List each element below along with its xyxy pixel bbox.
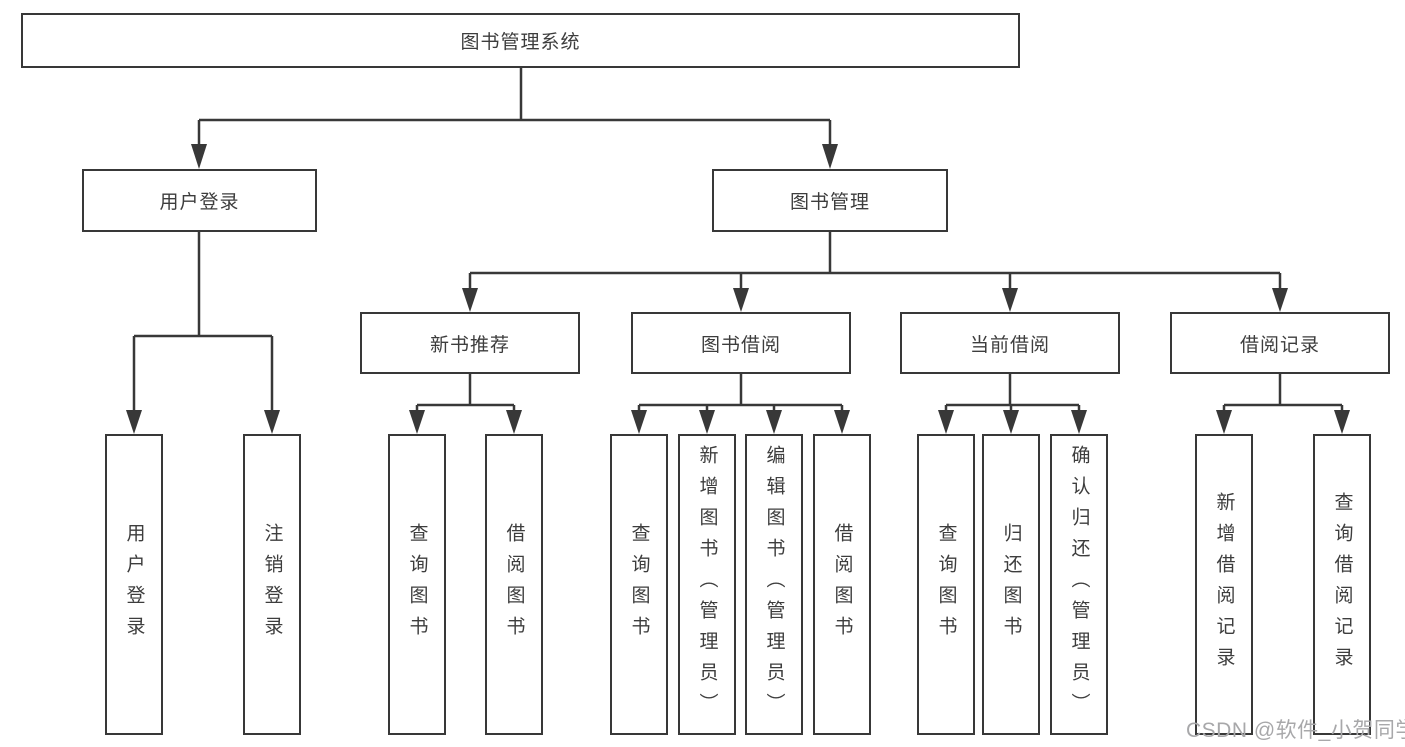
csdn-watermark: CSDN @软件_小贺同学	[1186, 719, 1405, 742]
leaf-current-return-books: 归还图书	[982, 434, 1040, 735]
leaf-borrow-add-books-admin: 新增图书（管理员）	[678, 434, 736, 735]
leaf-rec-query-books: 查询图书	[388, 434, 446, 735]
leaf-records-query-borrow-record: 查询借阅记录	[1313, 434, 1371, 735]
node-current-borrowing: 当前借阅	[900, 312, 1120, 374]
leaf-records-add-borrow-record: 新增借阅记录	[1195, 434, 1253, 735]
leaf-current-confirm-return-admin: 确认归还（管理员）	[1050, 434, 1108, 735]
leaf-current-query-books: 查询图书	[917, 434, 975, 735]
leaf-borrow-query-books: 查询图书	[610, 434, 668, 735]
leaf-rec-borrow-books: 借阅图书	[485, 434, 543, 735]
node-book-borrowing: 图书借阅	[631, 312, 851, 374]
leaf-login-logout: 注销登录	[243, 434, 301, 735]
leaf-borrow-borrow-books: 借阅图书	[813, 434, 871, 735]
node-library-system: 图书管理系统	[21, 13, 1020, 68]
node-user-login: 用户登录	[82, 169, 317, 232]
node-book-management: 图书管理	[712, 169, 948, 232]
node-new-book-recommendation: 新书推荐	[360, 312, 580, 374]
node-borrowing-records: 借阅记录	[1170, 312, 1390, 374]
leaf-login-user-login: 用户登录	[105, 434, 163, 735]
leaf-borrow-edit-books-admin: 编辑图书（管理员）	[745, 434, 803, 735]
arrowheads	[126, 144, 1350, 434]
